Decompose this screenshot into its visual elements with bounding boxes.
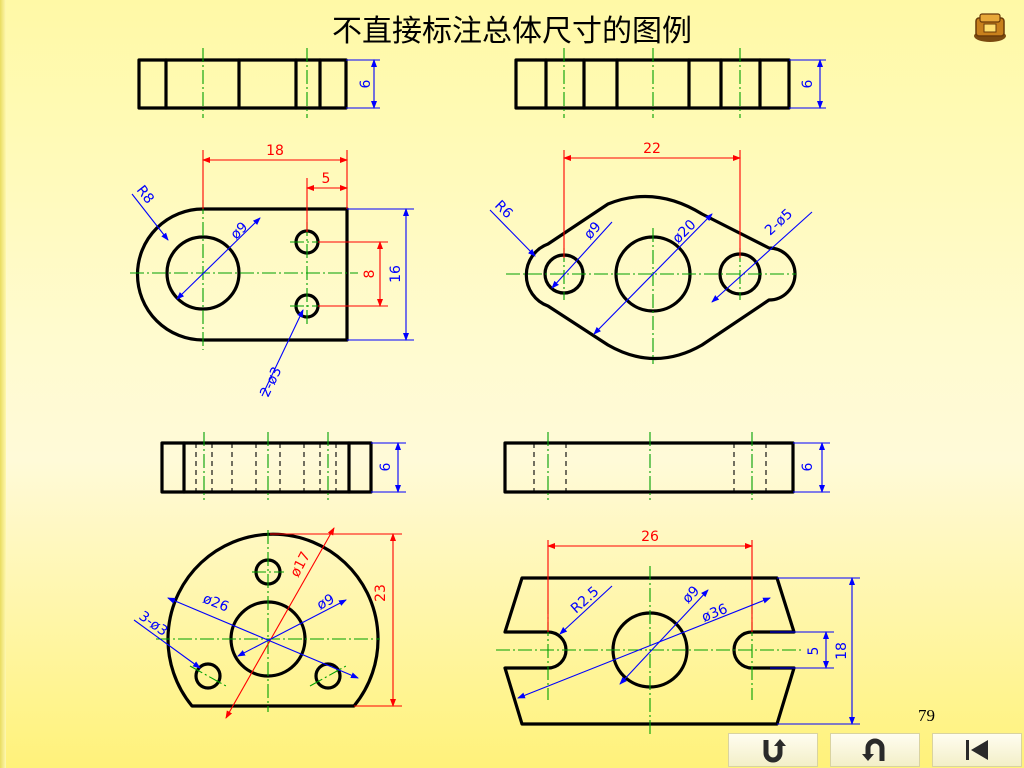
dim-d-5: 5 (806, 647, 822, 656)
dim-c-d26: ø26 (201, 591, 232, 616)
slide-left-edge (0, 0, 6, 768)
view-1-side: 6 (137, 48, 380, 118)
dim-v4: 6 (800, 462, 816, 471)
view-d-top: 26 R2.5 ø9 ø36 5 18 (496, 529, 860, 734)
dim-a-r8: R8 (133, 183, 157, 208)
return-button[interactable] (728, 733, 818, 767)
view-2-side: 6 (514, 48, 826, 118)
view-b-top: 22 R6 ø9 ø20 2-ø5 (489, 141, 813, 364)
view-a-top: 18 5 8 16 R8 ø9 2-ø3 (130, 143, 414, 400)
first-slide-icon (966, 740, 988, 760)
dim-a-18: 18 (266, 143, 284, 159)
dim-a-5: 5 (322, 171, 331, 187)
back-button[interactable] (830, 733, 920, 767)
book-logo-icon (974, 13, 1006, 42)
return-icon (763, 739, 786, 763)
dim-b-22: 22 (643, 141, 661, 157)
dim-v2: 6 (800, 79, 816, 88)
dim-b-d9: ø9 (581, 219, 605, 243)
dim-a-16: 16 (388, 265, 404, 283)
dim-a-d9: ø9 (228, 219, 252, 243)
dim-d-d9: ø9 (679, 583, 703, 607)
dim-d-d36: ø36 (700, 601, 731, 626)
dim-v3: 6 (378, 462, 394, 471)
dim-v1: 6 (358, 79, 374, 88)
dim-c-d9: ø9 (314, 591, 337, 613)
first-slide-button[interactable] (932, 733, 1022, 767)
back-icon (862, 738, 885, 761)
dim-b-r6: R6 (491, 198, 516, 223)
dim-c-3d3: 3-ø3 (136, 608, 171, 639)
dim-c-d17: ø17 (287, 549, 314, 580)
dim-a-2d3: 2-ø3 (257, 364, 285, 399)
dim-d-26: 26 (641, 529, 659, 545)
view-3-side: 6 (160, 432, 406, 500)
dim-c-23: 23 (373, 584, 389, 602)
page-number: 79 (918, 706, 935, 725)
dim-b-2d5: 2-ø5 (762, 206, 796, 239)
dim-d-18: 18 (834, 642, 850, 660)
dim-a-8: 8 (362, 270, 378, 279)
view-4-side: 6 (503, 432, 830, 500)
slide-title: 不直接标注总体尺寸的图例 (332, 14, 692, 49)
view-c-top: 23 ø17 ø26 ø9 3-ø3 (133, 527, 402, 719)
